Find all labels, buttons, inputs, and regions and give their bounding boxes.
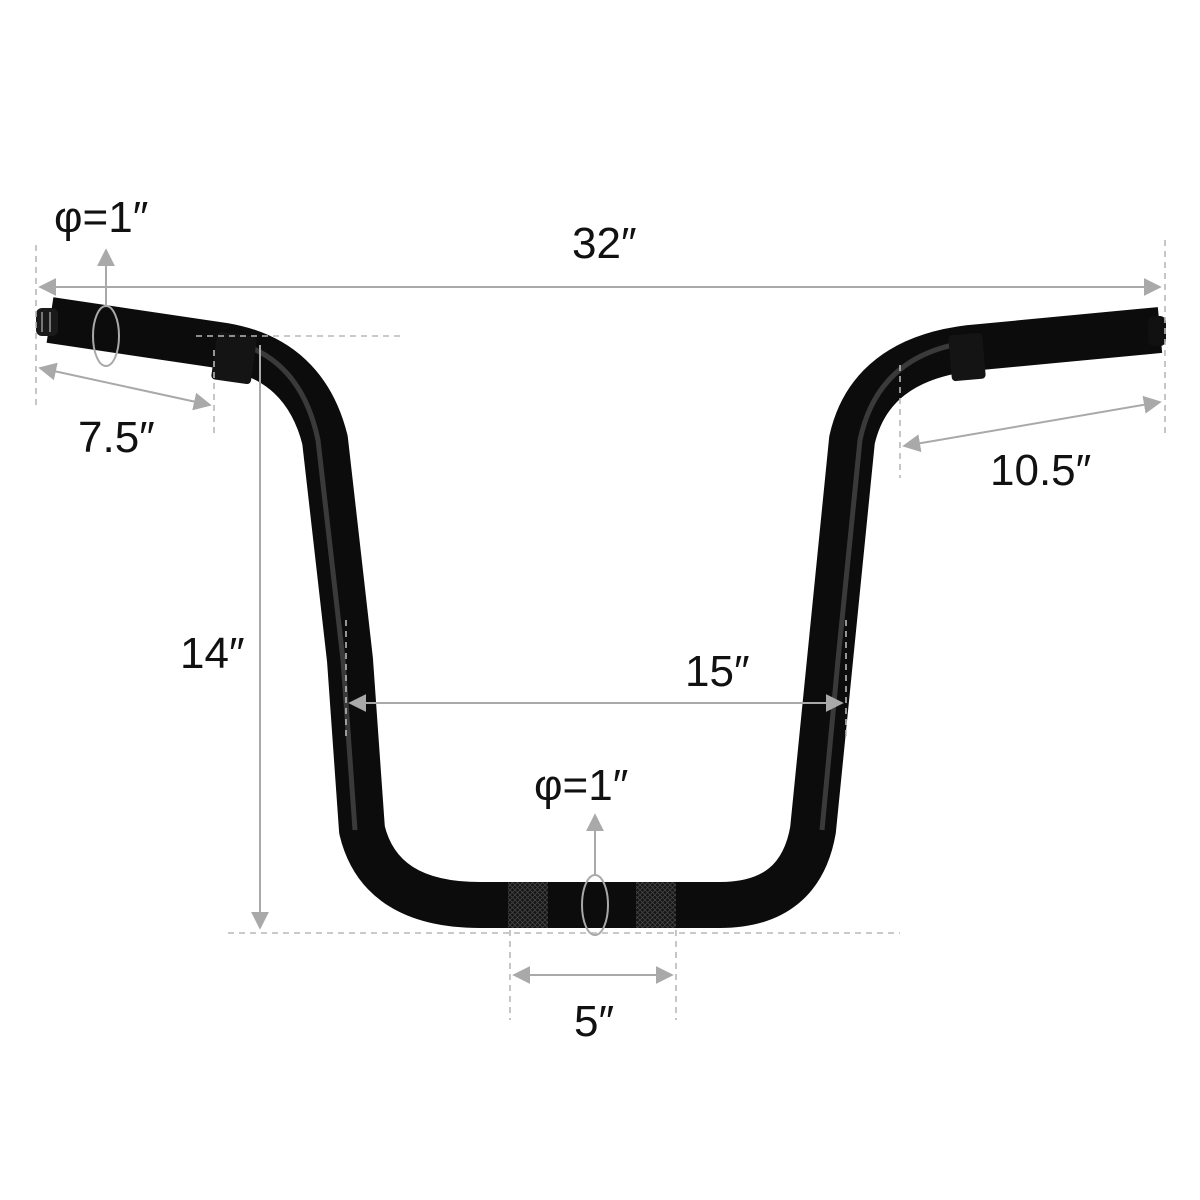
right-grip-sleeve [948,332,986,382]
right-grip-length-label: 10.5″ [990,446,1091,495]
dimension-overall-width: 32″ [35,219,1166,435]
dimension-center-width: 5″ [509,930,677,1046]
dimension-rise: 14″ [180,345,900,934]
right-bar-end [1148,316,1166,346]
dimension-center-diameter: φ=1″ [534,761,628,936]
dimension-right-grip: 10.5″ [899,365,1162,495]
rise-label: 14″ [180,629,245,678]
left-bar-end [36,308,58,336]
inner-width-label: 15″ [685,647,750,696]
handlebar [36,297,1166,928]
handlebar-tube [46,297,1163,928]
overall-width-label: 32″ [572,219,637,268]
left-throttle-sleeve [211,331,257,385]
dimension-left-grip: 7.5″ [38,335,400,462]
left-knurl-section [508,882,548,928]
dimension-inner-width: 15″ [345,620,847,740]
grip-diameter-label: φ=1″ [54,193,148,242]
right-knurl-section [636,882,676,928]
left-grip-length-label: 7.5″ [78,413,155,462]
center-diameter-label: φ=1″ [534,761,628,810]
center-width-label: 5″ [574,997,614,1046]
handlebar-highlight-right [819,339,971,831]
